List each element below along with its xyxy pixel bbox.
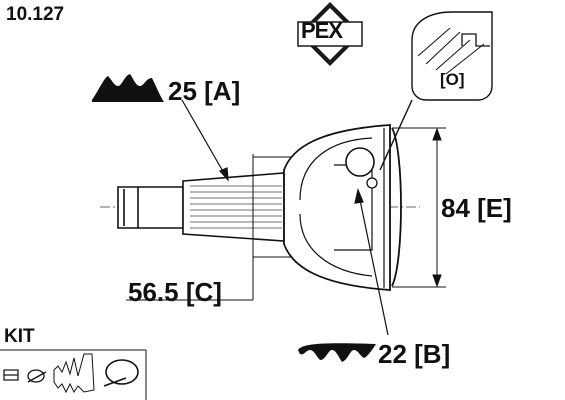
joint-ball bbox=[345, 147, 375, 177]
leader-a bbox=[181, 99, 229, 182]
dimension-e-lines bbox=[392, 127, 446, 288]
kit-clamp-icon bbox=[27, 369, 47, 383]
dimension-c-lines bbox=[126, 154, 292, 301]
kit-boot-icon bbox=[53, 353, 95, 394]
ball-center-mark bbox=[366, 177, 378, 189]
joint-housing bbox=[283, 124, 402, 291]
dimension-c-label: 56.5 [C] bbox=[128, 277, 222, 307]
spline-outer-icon bbox=[92, 74, 164, 102]
spline-inner-icon bbox=[298, 343, 376, 362]
dimension-e-label: 84 [E] bbox=[441, 193, 512, 223]
shaft-stub bbox=[117, 186, 184, 229]
kit-panel bbox=[0, 349, 147, 400]
leader-b bbox=[354, 188, 389, 336]
pex-logo-text: PEX bbox=[301, 18, 343, 43]
kit-clip-icon bbox=[3, 369, 19, 381]
dimension-a-label: 25 [A] bbox=[168, 76, 241, 106]
pex-logo bbox=[297, 2, 363, 66]
spline-section bbox=[182, 172, 285, 242]
seal-detail-balloon bbox=[379, 11, 493, 171]
kit-label: KIT bbox=[4, 326, 35, 347]
seal-detail-label: [O] bbox=[440, 70, 465, 89]
part-number: 10.127 bbox=[6, 4, 65, 25]
kit-band-icon bbox=[103, 359, 139, 387]
dimension-b-label: 22 [B] bbox=[378, 339, 451, 369]
